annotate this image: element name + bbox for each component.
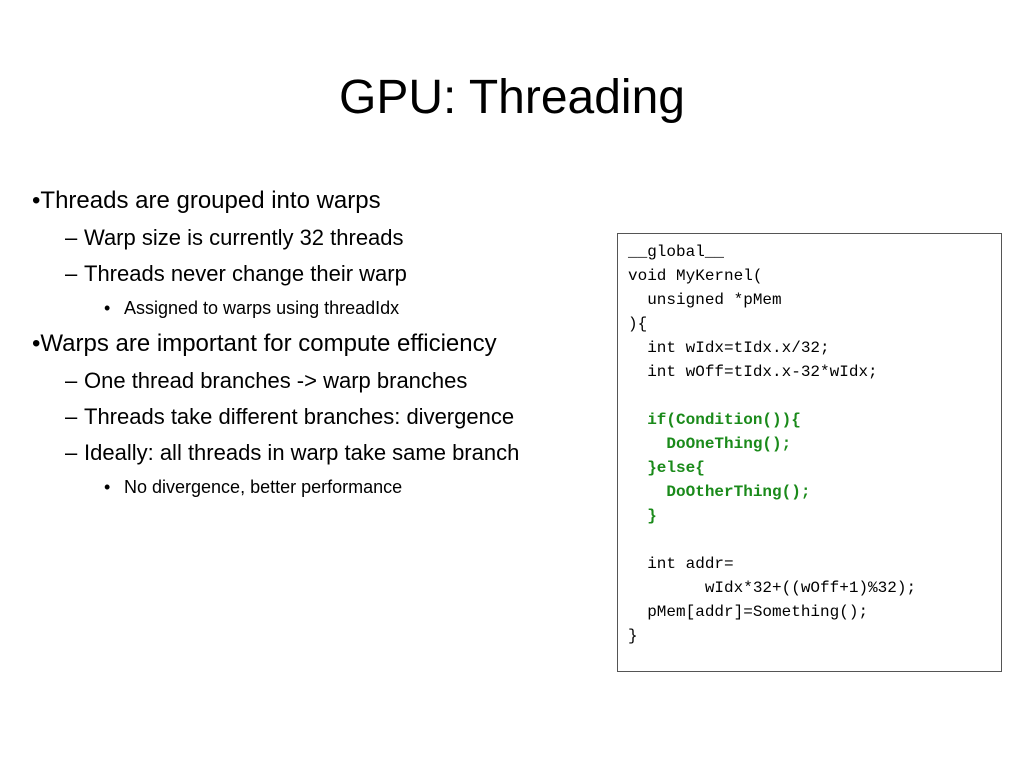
code-line: }else{ <box>628 459 705 477</box>
bullet-text: No divergence, better performance <box>124 477 403 497</box>
bullet-item: • Assigned to warps using threadIdx <box>104 296 612 320</box>
bullet-item: –Warp size is currently 32 threads <box>65 224 612 252</box>
bullet-marker: – <box>65 368 78 393</box>
code-line: void MyKernel( <box>628 267 763 285</box>
bullet-marker: • <box>104 477 111 497</box>
bullet-item: –Threads never change their warp <box>65 260 612 288</box>
bullet-text: Ideally: all threads in warp take same b… <box>84 440 520 465</box>
code-line: pMem[addr]=Something(); <box>628 603 869 621</box>
code-line <box>628 528 1001 552</box>
code-line: int wOff=tIdx.x-32*wIdx; <box>628 363 878 381</box>
bullet-marker: – <box>65 440 78 465</box>
bullet-list: •Threads are grouped into warps –Warp si… <box>32 186 612 508</box>
code-line: if(Condition()){ <box>628 411 801 429</box>
bullet-item: •Warps are important for compute efficie… <box>32 329 612 359</box>
bullet-marker: • <box>32 330 41 357</box>
code-box: __global__ void MyKernel( unsigned *pMem… <box>617 233 1002 672</box>
code-line: } <box>628 507 657 525</box>
code-line: DoOneThing(); <box>628 435 792 453</box>
bullet-text: Threads take different branches: diverge… <box>84 404 515 429</box>
bullet-marker: • <box>32 187 41 214</box>
bullet-item: –Ideally: all threads in warp take same … <box>65 439 612 467</box>
bullet-marker: • <box>104 298 111 318</box>
bullet-item: –Threads take different branches: diverg… <box>65 403 612 431</box>
code-line: int wIdx=tIdx.x/32; <box>628 339 830 357</box>
code-line: DoOtherThing(); <box>628 483 811 501</box>
code-line: __global__ <box>628 243 725 261</box>
bullet-text: Assigned to warps using threadIdx <box>124 298 400 318</box>
code-line <box>628 384 1001 408</box>
code-line: ){ <box>628 315 648 333</box>
bullet-text: Threads are grouped into warps <box>40 187 381 214</box>
bullet-text: Warp size is currently 32 threads <box>84 225 404 250</box>
code-line: wIdx*32+((wOff+1)%32); <box>628 579 917 597</box>
bullet-text: Warps are important for compute efficien… <box>40 330 497 357</box>
bullet-item: • No divergence, better performance <box>104 475 612 499</box>
bullet-text: One thread branches -> warp branches <box>84 368 468 393</box>
bullet-item: •Threads are grouped into warps <box>32 186 612 216</box>
bullet-marker: – <box>65 404 78 429</box>
bullet-marker: – <box>65 225 78 250</box>
code-line: int addr= <box>628 555 734 573</box>
slide-title: GPU: Threading <box>339 71 685 124</box>
code-line: } <box>628 627 638 645</box>
code-line: unsigned *pMem <box>628 291 782 309</box>
bullet-item: –One thread branches -> warp branches <box>65 367 612 395</box>
bullet-text: Threads never change their warp <box>84 261 407 286</box>
bullet-marker: – <box>65 261 78 286</box>
